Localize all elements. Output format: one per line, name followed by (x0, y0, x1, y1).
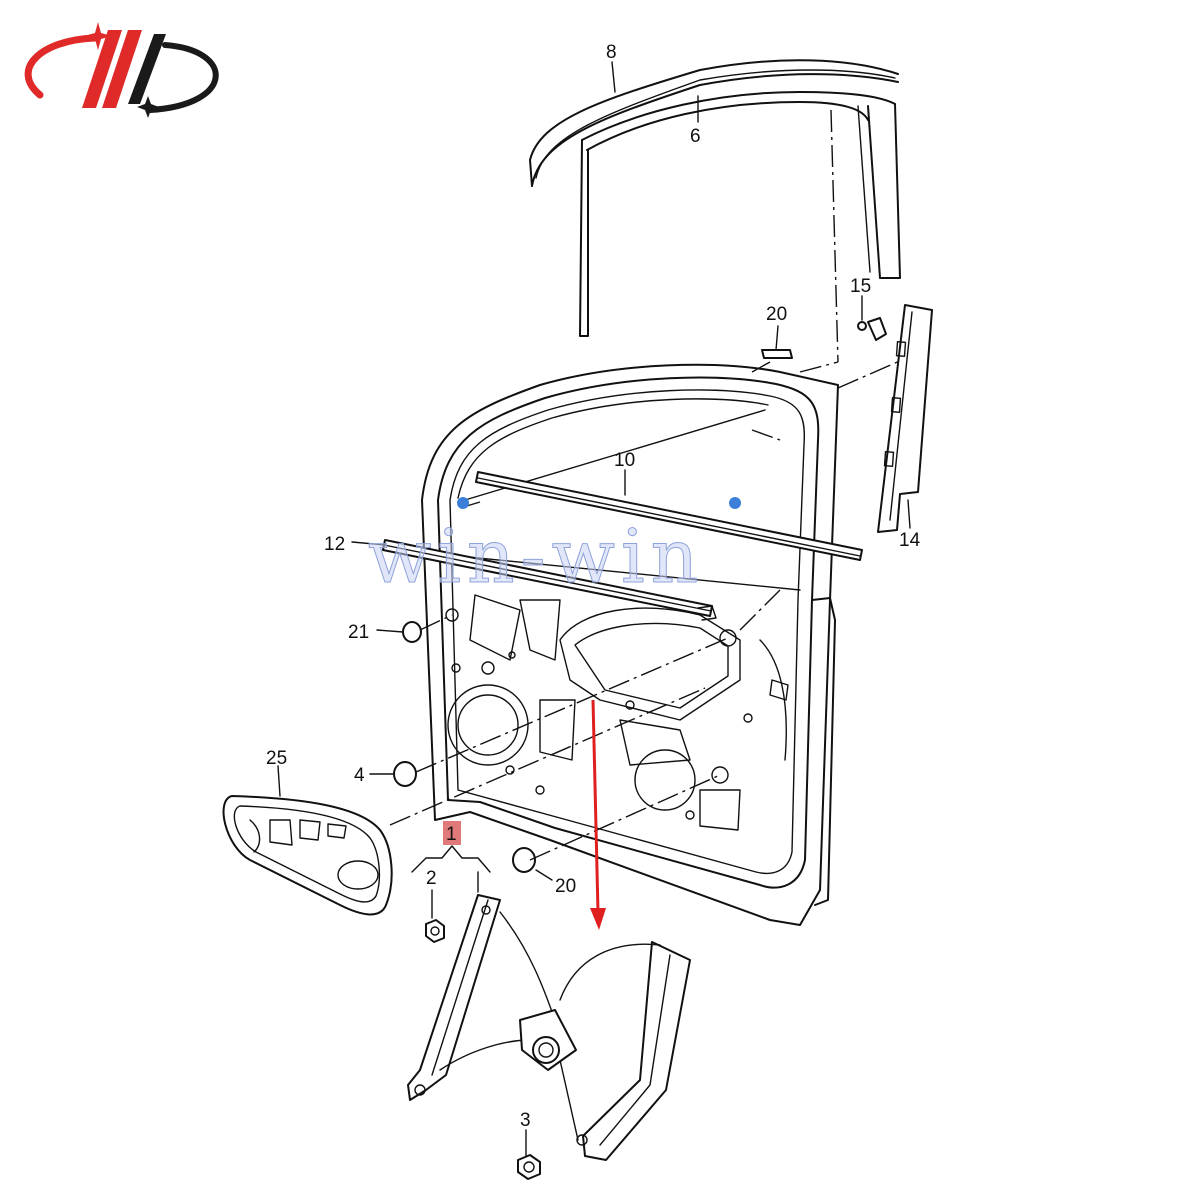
logo-black-slash (128, 34, 166, 104)
part-12-inner-strip (382, 539, 717, 621)
part-15-screw (857, 317, 887, 341)
logo-red-swoosh (24, 34, 99, 99)
part-3-nut (517, 1154, 541, 1180)
logo-red-slash-1 (82, 30, 122, 108)
callout-15: 15 (850, 276, 871, 297)
brand-logo (24, 22, 219, 118)
part-1-window-regulator (407, 894, 691, 1161)
logo-star-icon-black (137, 96, 159, 118)
part-25-cover-panel (222, 795, 393, 916)
blue-marker-right (729, 497, 741, 509)
callout-1: 1 (446, 824, 457, 845)
logo-black-swoosh (147, 42, 219, 113)
callout-3: 3 (520, 1110, 531, 1131)
callout-25: 25 (266, 748, 287, 769)
callout-1-highlight (443, 821, 461, 845)
logo-red-slash-2 (102, 30, 142, 108)
callout-20-top: 20 (766, 304, 787, 325)
callout-8: 8 (606, 42, 617, 63)
part-20-clip (761, 349, 793, 359)
blue-marker-left (457, 497, 469, 509)
part-10-window-strip (475, 471, 863, 561)
callout-10: 10 (614, 450, 635, 471)
part-14-rear-trim (877, 304, 933, 533)
callout-2: 2 (426, 868, 437, 889)
logo-star-icon (84, 22, 112, 50)
callout-21: 21 (348, 622, 369, 643)
part-4-grommet (393, 761, 417, 787)
callout-6: 6 (690, 126, 701, 147)
red-arrow-icon (590, 699, 606, 930)
part-21-grommet (402, 621, 422, 643)
part-8-roof-channel (529, 59, 899, 187)
part-2-nut (425, 919, 445, 943)
callout-leaders (277, 61, 911, 1157)
callout-4: 4 (354, 765, 365, 786)
part-20-grommet (512, 847, 536, 873)
callout-12: 12 (324, 534, 345, 555)
callout-20-bottom: 20 (555, 876, 576, 897)
assembly-guide-lines (389, 109, 903, 861)
door-shell (421, 363, 839, 926)
callout-14: 14 (899, 530, 921, 551)
part-6-window-frame-seal (579, 91, 901, 337)
watermark-text: win-win (368, 514, 704, 600)
